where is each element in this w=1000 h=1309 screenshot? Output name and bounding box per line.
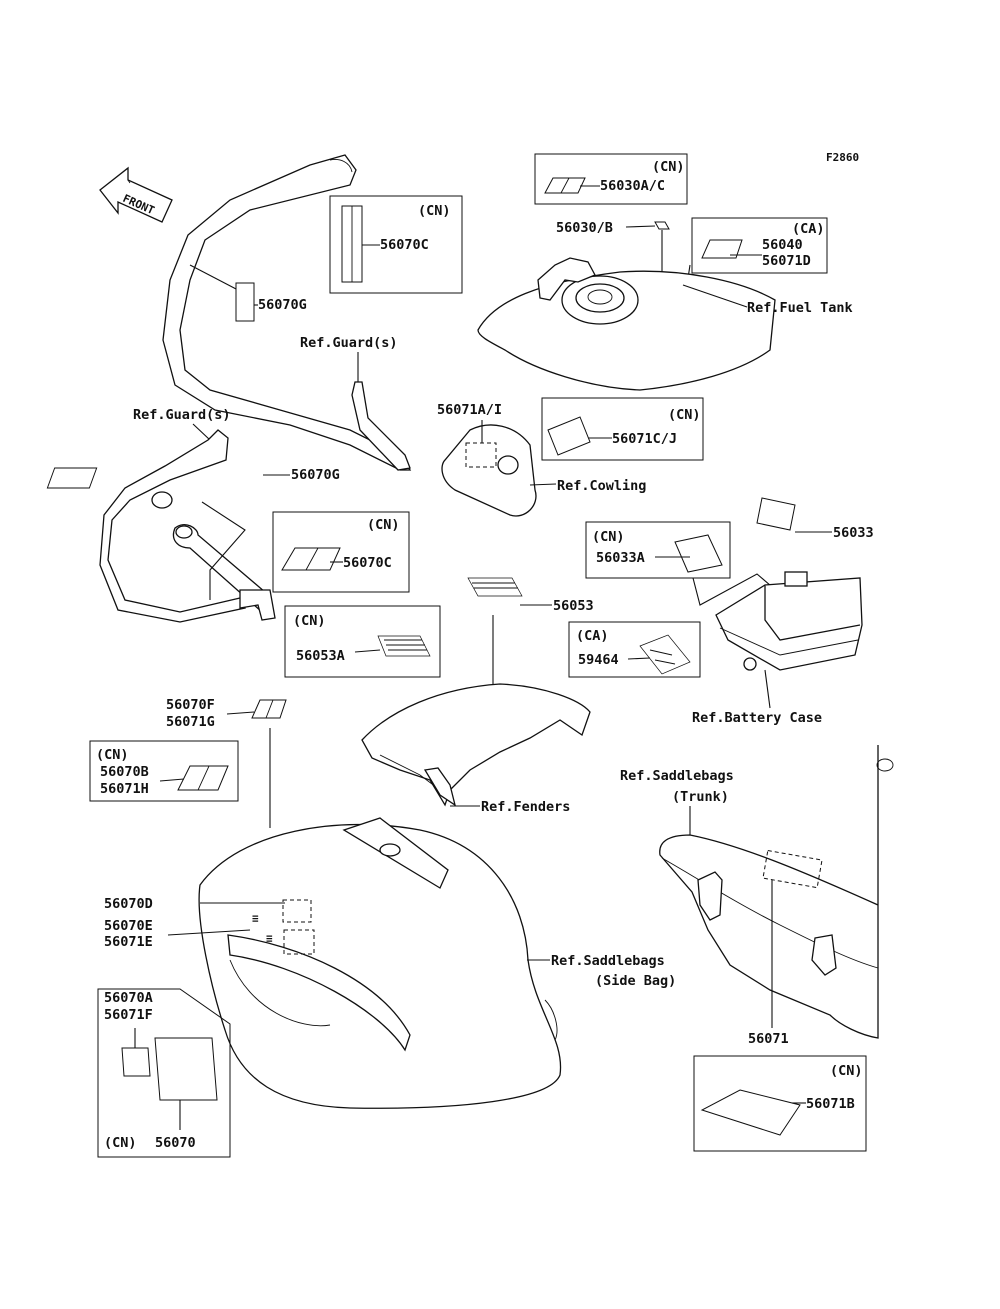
sticker-59464 [639, 634, 691, 675]
label-56071D: 56071D [762, 253, 811, 269]
guard-left-drawing [99, 429, 276, 623]
label-56053: 56053 [553, 598, 594, 614]
leader-line [189, 264, 239, 291]
sticker-56053 [467, 577, 523, 597]
front-arrow-icon: FRONT [99, 166, 173, 223]
label-56030AC: 56030A/C [600, 178, 665, 194]
label-56071G: 56071G [166, 714, 215, 730]
cn-tag-top-guard: (CN) [418, 203, 451, 219]
sticker-56071AI-outline [465, 442, 497, 468]
cn-tag-56070B: (CN) [96, 747, 129, 763]
label-56070A: 56070A [104, 990, 153, 1006]
cn-tag-56030AC: (CN) [652, 159, 685, 175]
cn-box-56070A [97, 988, 231, 1158]
label-56071F: 56071F [104, 1007, 153, 1023]
ref-guard-top: Ref.Guard(s) [300, 335, 398, 351]
ref-saddlebags-trunk-1: Ref.Saddlebags [620, 768, 734, 784]
label-56033A: 56033A [596, 550, 645, 566]
label-56030B: 56030/B [556, 220, 613, 236]
label-56070E: 56070E [104, 918, 153, 934]
sticker-56070C-mid [281, 547, 341, 571]
sticker-56070D-outline [282, 899, 312, 923]
fender-drawing [361, 683, 591, 807]
sticker-56071-outline [283, 929, 315, 955]
label-56071CJ: 56071C/J [612, 431, 677, 447]
ref-cowling: Ref.Cowling [557, 478, 646, 494]
ca-box-56040 [691, 217, 828, 274]
fuel-tank-drawing [477, 257, 776, 391]
cn-tag-56070: (CN) [104, 1135, 137, 1151]
label-56070C-top: 56070C [380, 237, 429, 253]
label-56070D: 56070D [104, 896, 153, 912]
ca-tag-59464: (CA) [576, 628, 609, 644]
label-56070G-top: 56070G [258, 297, 307, 313]
ca-tag-56040: (CA) [792, 221, 825, 237]
sticker-56030B [654, 221, 670, 230]
sticker-56070G-top [235, 282, 255, 322]
label-59464: 59464 [578, 652, 619, 668]
sticker-56071E-mark: ≡ [266, 932, 273, 945]
cn-box-56030AC [534, 153, 688, 205]
label-56070B: 56070B [100, 764, 149, 780]
cn-box-56033A [585, 521, 731, 579]
label-56071H: 56071H [100, 781, 149, 797]
cn-tag-56071B: (CN) [830, 1063, 863, 1079]
cn-tag-56071CJ: (CN) [668, 407, 701, 423]
ref-saddlebags-trunk-2: (Trunk) [672, 789, 729, 805]
sticker-56071CJ [547, 416, 591, 456]
sticker-56070E-mark: ≡ [252, 912, 259, 925]
cn-box-56070C-top [329, 195, 463, 294]
sticker-56071B [700, 1089, 801, 1136]
cn-box-56070B [89, 740, 239, 802]
label-56071: 56071 [748, 1031, 789, 1047]
cn-box-56053A [284, 605, 441, 678]
side-bag-drawing [198, 817, 562, 1109]
cn-tag-56053A: (CN) [293, 613, 326, 629]
sticker-56033 [756, 497, 796, 531]
trunk-drawing [659, 745, 894, 1039]
sticker-56071F [121, 1047, 151, 1077]
label-56070: 56070 [155, 1135, 196, 1151]
cn-box-56071B [693, 1055, 867, 1152]
sticker-56040 [701, 239, 743, 259]
label-56033: 56033 [833, 525, 874, 541]
sticker-56070G-mid [46, 467, 98, 489]
sticker-56070 [154, 1037, 218, 1101]
ref-fuel-tank: Ref.Fuel Tank [747, 300, 853, 316]
ref-guard-left: Ref.Guard(s) [133, 407, 231, 423]
label-56070G-mid: 56070G [291, 467, 340, 483]
ca-box-59464 [568, 621, 701, 678]
label-56040: 56040 [762, 237, 803, 253]
ref-saddlebags-side-1: Ref.Saddlebags [551, 953, 665, 969]
label-56053A: 56053A [296, 648, 345, 664]
ref-battery-case: Ref.Battery Case [692, 710, 822, 726]
battery-case-drawing [715, 571, 863, 671]
cowling-drawing [441, 424, 537, 517]
label-56070C-mid: 56070C [343, 555, 392, 571]
label-56070F: 56070F [166, 697, 215, 713]
sticker-56053A [377, 635, 431, 657]
label-56071B: 56071B [806, 1096, 855, 1112]
sticker-56033A [674, 534, 723, 573]
sticker-56070B [177, 765, 229, 791]
cn-box-56071CJ [541, 397, 704, 461]
cn-tag-56070C-mid: (CN) [367, 517, 400, 533]
ref-saddlebags-side-2: (Side Bag) [595, 973, 676, 989]
label-56071AI: 56071A/I [437, 402, 502, 418]
guard-top-drawing [162, 154, 412, 471]
sticker-56070F [251, 699, 287, 719]
figure-id: F2860 [826, 151, 859, 164]
cn-tag-56033A: (CN) [592, 529, 625, 545]
label-56071E: 56071E [104, 934, 153, 950]
cn-box-56070C-mid [272, 511, 410, 593]
ref-fenders: Ref.Fenders [481, 799, 570, 815]
